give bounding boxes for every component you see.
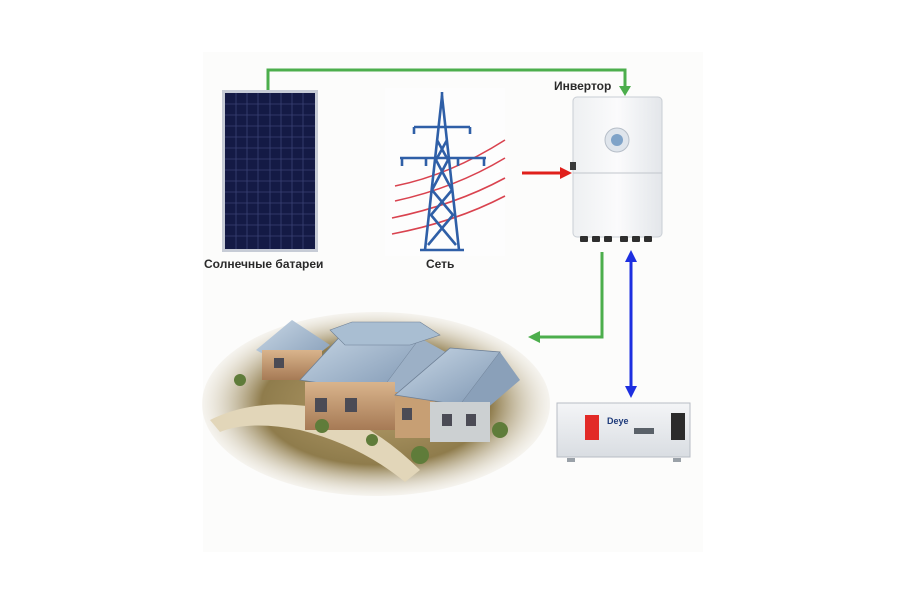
inverter-battery-bidirectional-arrow (625, 250, 637, 398)
battery-brand-label: Deye (607, 416, 629, 426)
grid-to-inverter-arrow (522, 167, 572, 179)
transmission-tower-icon (385, 88, 506, 256)
pv-to-inverter-arrow (266, 68, 631, 96)
inverter-device-icon (570, 96, 663, 242)
house-illustration (202, 312, 550, 496)
inverter-label: Инвертор (554, 79, 612, 93)
inverter-to-house-arrow (528, 252, 604, 343)
battery-module-icon: Deye (556, 402, 691, 462)
grid-label: Сеть (426, 257, 455, 271)
solar-panel-icon (222, 90, 318, 252)
solar-panels-label: Солнечные батареи (204, 257, 324, 271)
